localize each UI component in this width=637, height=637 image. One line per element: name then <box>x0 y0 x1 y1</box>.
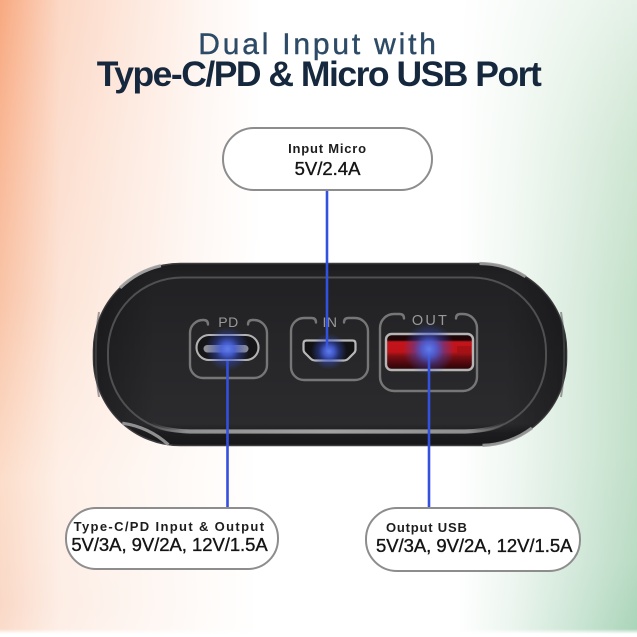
svg-text:PD: PD <box>218 314 238 330</box>
svg-text:IN: IN <box>323 314 338 330</box>
